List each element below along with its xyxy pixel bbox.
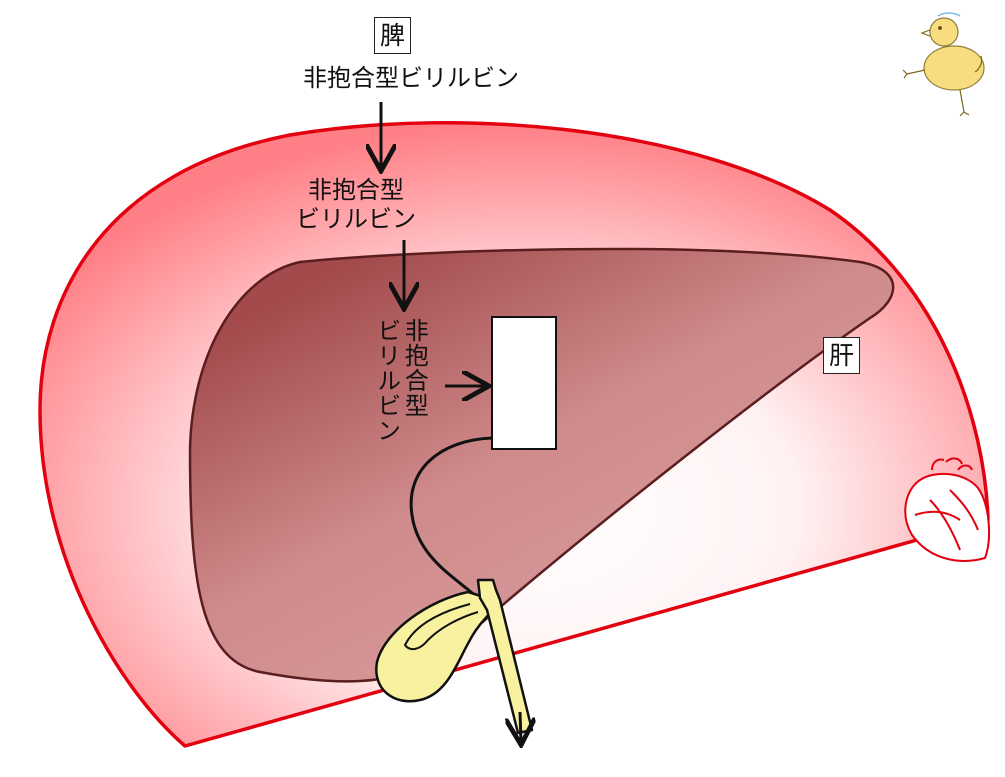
blood-bilirubin-line2: ビリルビン bbox=[296, 204, 416, 233]
cystic-duct-inner bbox=[403, 603, 479, 651]
liver-label: 肝 bbox=[823, 337, 861, 374]
heart-sketch-icon bbox=[904, 457, 990, 562]
hepatocyte-bilirubin-label: 非抱合型 ビリルビン bbox=[372, 318, 429, 458]
chick-sketch-icon bbox=[902, 12, 985, 117]
hepatocyte-bilirubin-col1: 非抱合型 bbox=[400, 318, 429, 418]
bile-canaliculus bbox=[409, 436, 493, 602]
hepatocyte-bilirubin-col2: ビリルビン bbox=[372, 318, 401, 443]
liver-shape bbox=[188, 247, 895, 683]
conjugation-box bbox=[491, 316, 557, 450]
blood-bilirubin-label: 非抱合型 ビリルビン bbox=[296, 176, 416, 234]
gallbladder bbox=[375, 590, 502, 703]
arrow-bile-out bbox=[520, 711, 521, 742]
spleen-label: 脾 bbox=[374, 17, 412, 54]
blood-bilirubin-line1: 非抱合型 bbox=[308, 176, 404, 204]
spleen-output-label: 非抱合型ビリルビン bbox=[303, 64, 519, 92]
